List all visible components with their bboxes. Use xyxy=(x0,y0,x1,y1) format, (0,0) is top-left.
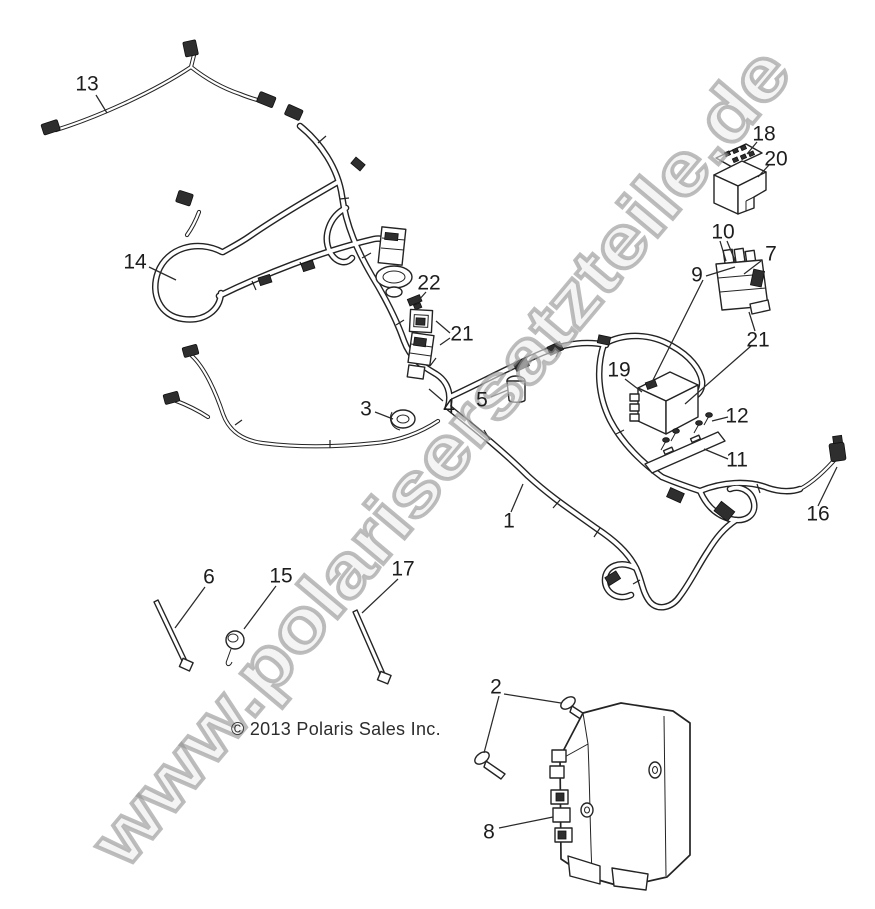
callout-3: 3 xyxy=(360,397,372,421)
callout-6: 6 xyxy=(203,565,215,589)
callout-20: 20 xyxy=(764,147,788,171)
callout-19: 19 xyxy=(607,358,631,382)
callout-12: 12 xyxy=(725,404,749,428)
callout-8: 8 xyxy=(483,820,495,844)
connector-16 xyxy=(828,434,847,463)
callout-17: 17 xyxy=(391,557,415,581)
callout-13: 13 xyxy=(75,72,99,96)
callout-1: 1 xyxy=(503,509,515,533)
clamp xyxy=(300,259,316,273)
ecu-8 xyxy=(549,702,691,891)
callout-15: 15 xyxy=(269,564,293,588)
clip-22 xyxy=(406,294,423,311)
connector xyxy=(604,570,622,586)
connector xyxy=(175,190,194,207)
bolt-17 xyxy=(352,609,392,685)
clamp xyxy=(596,334,612,346)
cable-13 xyxy=(54,65,193,132)
connector xyxy=(182,39,199,58)
clamp-3 xyxy=(389,409,416,431)
main-trunk-1 xyxy=(446,405,738,610)
callout-9: 9 xyxy=(691,263,703,287)
callout-4: 4 xyxy=(443,395,455,419)
callout-21a: 21 xyxy=(450,322,474,346)
callout-21b: 21 xyxy=(746,328,770,352)
connector xyxy=(162,391,181,405)
fuse-box xyxy=(715,247,771,315)
callout-5: 5 xyxy=(476,388,488,412)
screws-2 xyxy=(474,696,593,780)
coil-assembly xyxy=(375,226,413,298)
module-21a xyxy=(408,308,434,334)
connector xyxy=(284,104,304,121)
connector xyxy=(512,356,530,373)
connector-stack-4 xyxy=(406,331,435,380)
connector xyxy=(666,487,685,504)
connector xyxy=(40,119,61,136)
screws-12 xyxy=(660,412,713,451)
callout-18: 18 xyxy=(752,122,776,146)
ring-loop-14 xyxy=(153,244,224,322)
connector xyxy=(181,344,200,358)
watermark-text: www.polarisersatzteile.de xyxy=(74,31,807,882)
callout-16: 16 xyxy=(806,502,830,526)
callout-11: 11 xyxy=(726,448,748,472)
copyright-text: © 2013 Polaris Sales Inc. xyxy=(231,719,441,739)
leader-lines xyxy=(95,94,838,829)
callout-2: 2 xyxy=(490,675,502,699)
clamp-15 xyxy=(225,630,245,667)
clamp xyxy=(350,156,366,172)
bolt-6 xyxy=(153,599,194,672)
callout-22: 22 xyxy=(417,271,441,295)
clamp xyxy=(257,273,273,287)
relay-20 xyxy=(713,160,767,215)
callout-7: 7 xyxy=(765,242,777,266)
callout-14: 14 xyxy=(123,250,147,274)
connector xyxy=(713,500,736,522)
connector xyxy=(256,91,277,108)
solenoid-5 xyxy=(506,375,526,403)
ecm-19 xyxy=(629,371,699,435)
callout-10: 10 xyxy=(711,220,735,244)
harness-connectors xyxy=(40,39,847,586)
bracket-11 xyxy=(644,431,726,474)
connector xyxy=(546,340,564,357)
